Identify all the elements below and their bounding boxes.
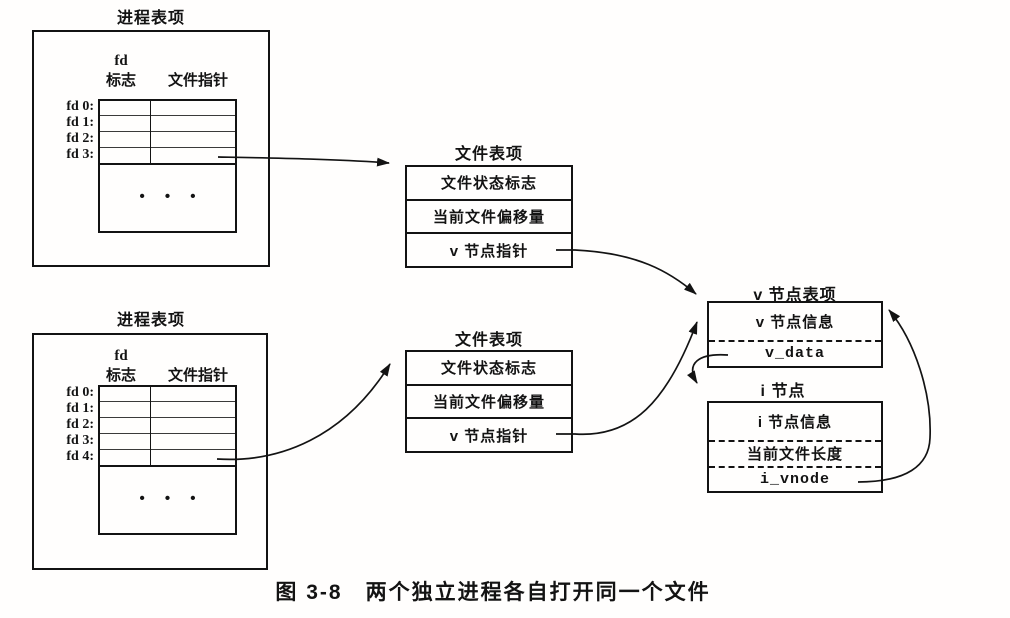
arrow-fd4-to-file-table-bottom (216, 363, 391, 461)
arrow-vdata-to-inode (686, 353, 729, 384)
fd-table-top: • • • (98, 99, 237, 233)
arrow-ivnode-to-vnode (857, 309, 931, 483)
row-divider (100, 163, 235, 165)
vnode-pointer-row: v 节点指针 (449, 242, 529, 260)
row-divider (100, 401, 235, 402)
row-divider (100, 131, 235, 132)
arrow-vnode-pointer-top-to-vnode (556, 249, 697, 295)
column-divider (150, 387, 151, 465)
fd-row-label: fd 4: (66, 449, 94, 464)
row-divider (100, 465, 235, 467)
fd-row-label: fd 0: (66, 99, 94, 114)
ellipsis-dots: • • • (139, 490, 196, 507)
current-file-length-row: 当前文件长度 (709, 442, 881, 468)
fd-row-label: fd 2: (66, 417, 94, 432)
column-divider (150, 101, 151, 163)
fd-row-label: fd 3: (66, 433, 94, 448)
row-divider (100, 147, 235, 148)
figure-caption: 图 3-8 两个独立进程各自打开同一个文件 (275, 581, 711, 604)
fd-row-label: fd 1: (66, 115, 94, 130)
fd-header-bottom: fd (114, 348, 128, 364)
fd-row-label: fd 2: (66, 131, 94, 146)
fd-table-bottom: • • • (98, 385, 237, 535)
fd-row-label: fd 1: (66, 401, 94, 416)
file-table-bottom-title: 文件表项 (454, 332, 523, 349)
fd-header-top: fd (114, 53, 128, 69)
vnode-table-title: v 节点表项 (753, 287, 837, 304)
file-pointer-header-top: 文件指针 (167, 72, 228, 89)
inode-table-box: i 节点信息 当前文件长度 i_vnode (707, 401, 883, 493)
file-table-bottom-box: 文件状态标志 当前文件偏移量 v 节点指针 (405, 350, 573, 453)
row-divider (100, 417, 235, 418)
inode-info-row: i 节点信息 (709, 403, 881, 443)
vnode-info-row: v 节点信息 (709, 303, 881, 342)
process-table-top-title: 进程表项 (116, 10, 185, 27)
flags-header-top: 标志 (105, 72, 136, 89)
arrow-fd3-to-file-table-top (217, 156, 390, 167)
file-status-flags-row: 文件状态标志 (407, 352, 571, 386)
fd-row-label: fd 3: (66, 147, 94, 162)
arrow-vnode-pointer-bottom-to-vnode (556, 321, 698, 436)
ellipsis-dots: • • • (139, 188, 196, 205)
flags-header-bottom: 标志 (105, 367, 136, 384)
row-divider (100, 115, 235, 116)
process-table-bottom-title: 进程表项 (116, 312, 185, 329)
vnode-pointer-row: v 节点指针 (449, 427, 529, 445)
file-table-top-title: 文件表项 (454, 146, 523, 163)
row-divider (100, 433, 235, 434)
vdata-row: v_data (764, 345, 825, 363)
vnode-table-box: v 节点信息 v_data (707, 301, 883, 368)
row-divider (100, 449, 235, 450)
process-table-bottom-box (32, 333, 268, 570)
file-table-top-box: 文件状态标志 当前文件偏移量 v 节点指针 (405, 165, 573, 268)
fd-row-label: fd 0: (66, 385, 94, 400)
file-status-flags-row: 文件状态标志 (407, 167, 571, 201)
current-offset-row: 当前文件偏移量 (407, 386, 571, 420)
process-table-top-box (32, 30, 270, 267)
file-pointer-header-bottom: 文件指针 (167, 367, 228, 384)
ivnode-row: i_vnode (759, 470, 830, 488)
inode-table-title: i 节点 (760, 383, 806, 400)
current-offset-row: 当前文件偏移量 (407, 201, 571, 235)
